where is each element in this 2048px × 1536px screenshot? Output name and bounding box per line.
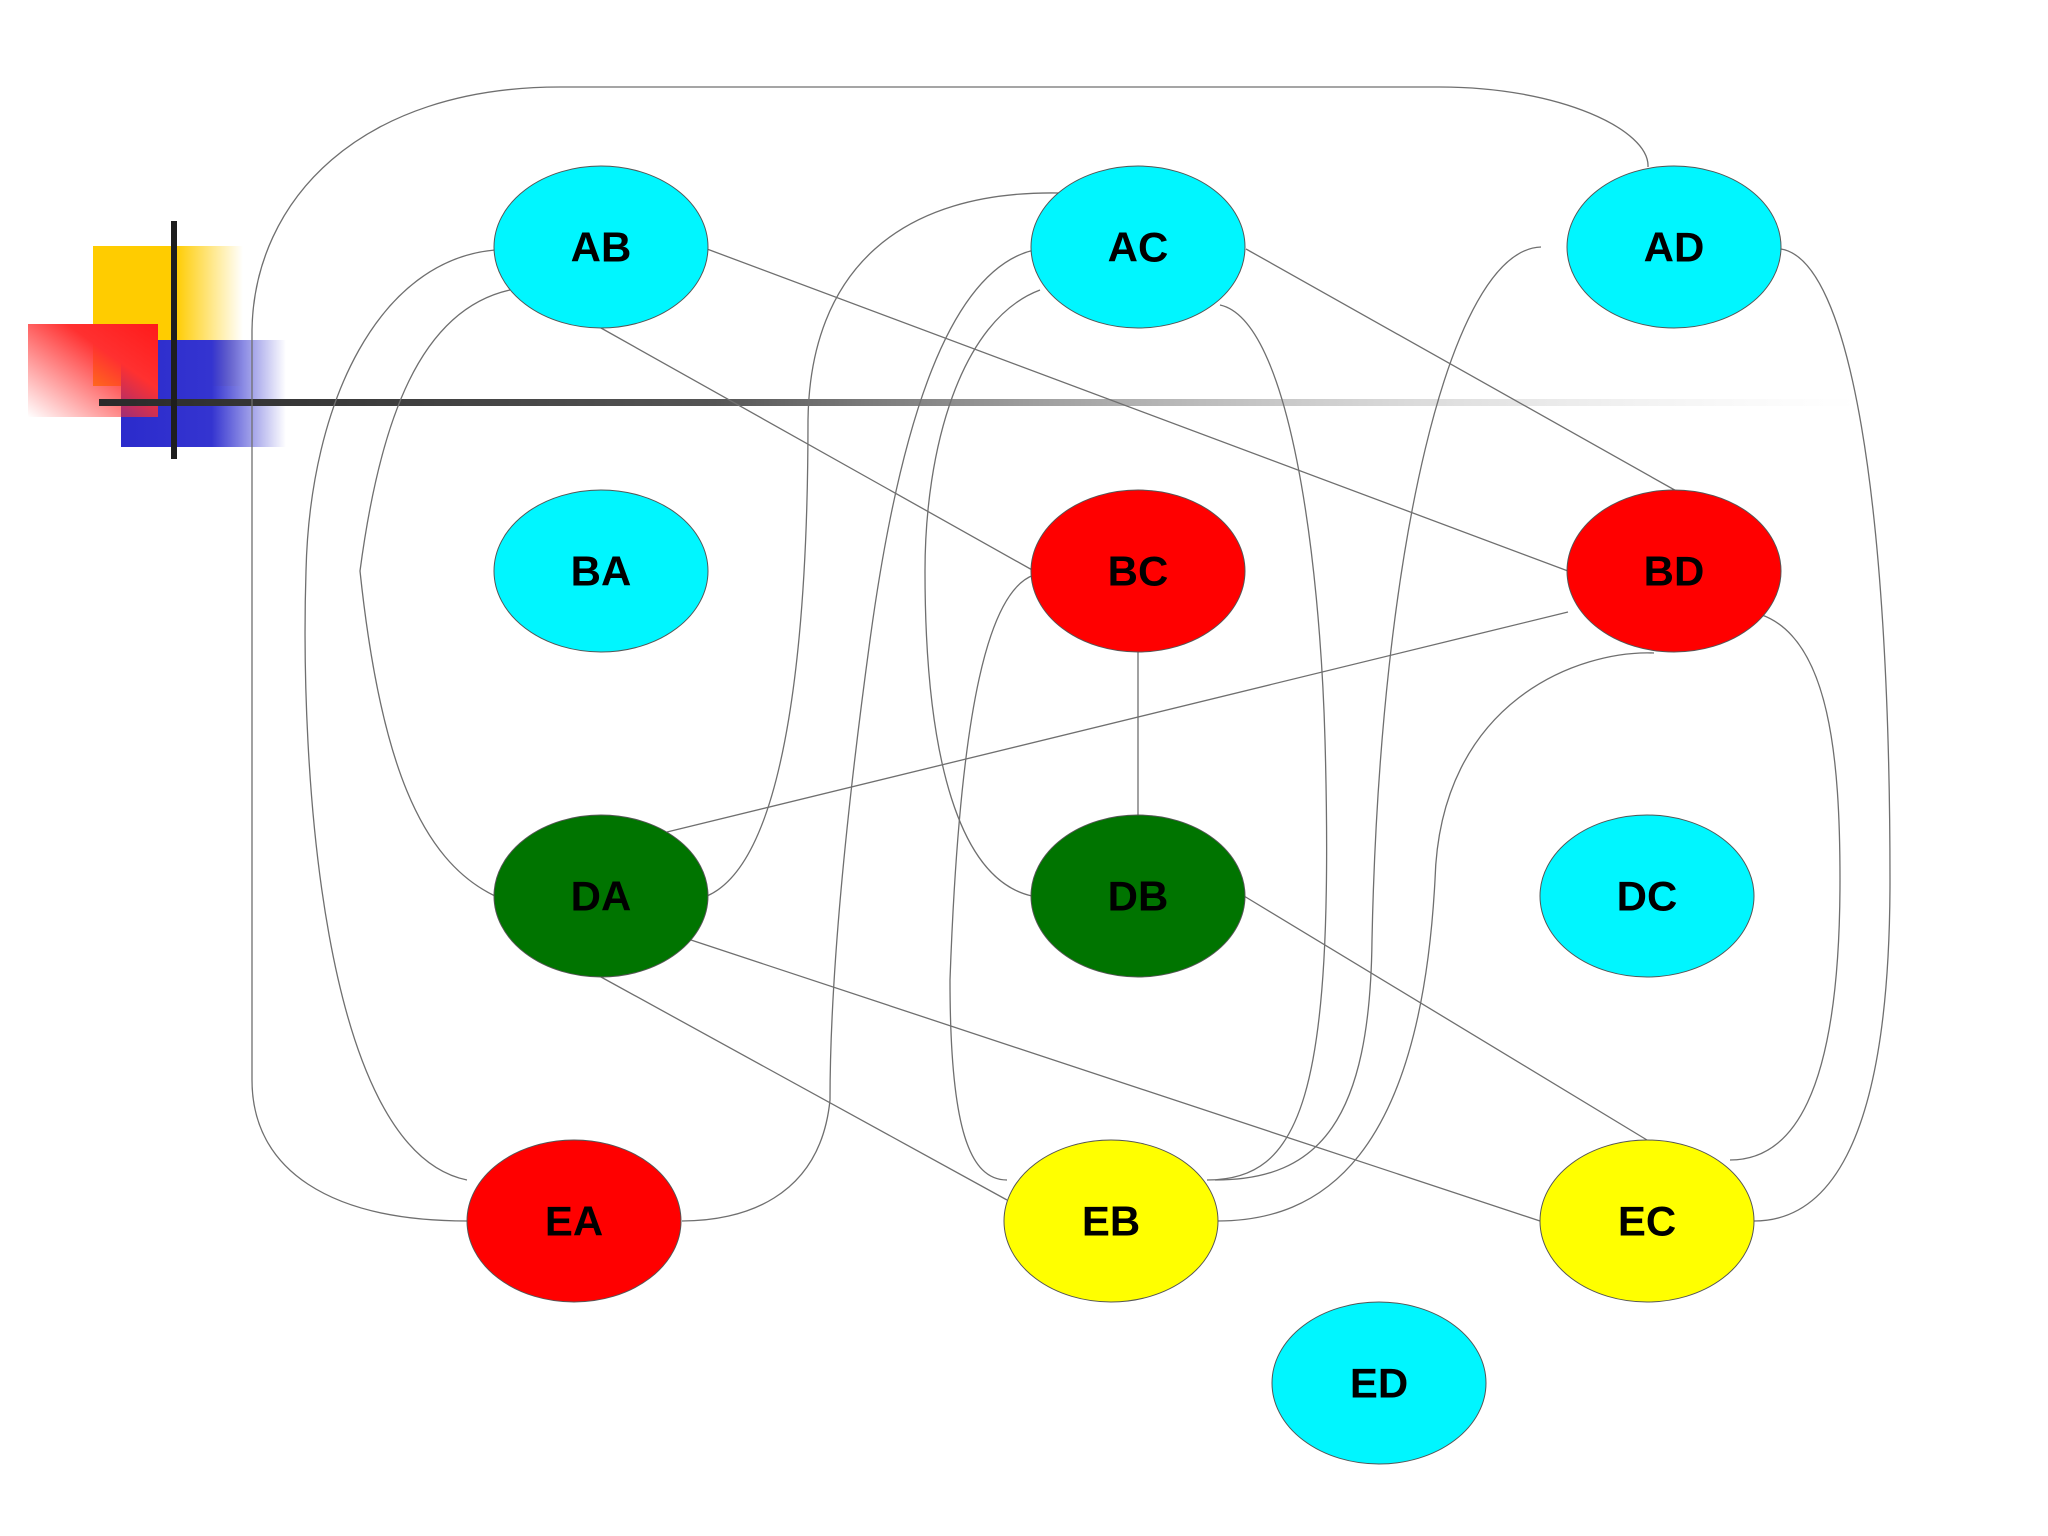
node-ellipse bbox=[1003, 1139, 1219, 1303]
node-label: EA bbox=[545, 1198, 603, 1245]
node-label: DA bbox=[571, 873, 632, 920]
node-ellipse bbox=[1271, 1301, 1487, 1465]
node-label: AC bbox=[1108, 224, 1169, 271]
node-label: EC bbox=[1618, 1198, 1676, 1245]
node-label: ED bbox=[1350, 1360, 1408, 1407]
edge-db-ec bbox=[1243, 895, 1648, 1141]
edge-ad-ea bbox=[251, 86, 1649, 1222]
edge-ab-da bbox=[359, 289, 511, 897]
node-dc: DC bbox=[1539, 814, 1755, 978]
node-db: DB bbox=[1030, 814, 1246, 978]
edge-ab-bc bbox=[600, 327, 1035, 572]
node-ba: BA bbox=[493, 489, 709, 653]
node-ellipse bbox=[1566, 165, 1782, 329]
edge-ad-eb bbox=[1214, 246, 1542, 1181]
edge-layer bbox=[251, 86, 1891, 1222]
node-ellipse bbox=[1539, 814, 1755, 978]
node-label: AB bbox=[571, 224, 632, 271]
node-ed: ED bbox=[1271, 1301, 1487, 1465]
edge-da-ec bbox=[690, 939, 1541, 1222]
node-ea: EA bbox=[466, 1139, 682, 1303]
edge-da-eb bbox=[600, 976, 1008, 1201]
node-label: BA bbox=[571, 548, 632, 595]
node-ab: AB bbox=[493, 165, 709, 329]
node-label: BD bbox=[1644, 548, 1705, 595]
edge-ad-ec bbox=[1753, 248, 1891, 1222]
node-da: DA bbox=[493, 814, 709, 978]
edge-ac-db bbox=[924, 289, 1041, 897]
node-layer: AB AC AD BA BC BD DA DB DC EA EB EC ED bbox=[466, 165, 1782, 1465]
ornament-vertical-bar bbox=[171, 221, 177, 459]
node-ellipse bbox=[466, 1139, 682, 1303]
node-ellipse bbox=[1030, 165, 1246, 329]
edge-ac-eb bbox=[1206, 304, 1328, 1181]
node-ellipse bbox=[493, 489, 709, 653]
edge-ac-ea bbox=[681, 249, 1035, 1222]
node-label: BC bbox=[1108, 548, 1169, 595]
node-ellipse bbox=[1566, 489, 1782, 653]
edge-bd-eb bbox=[1216, 652, 1655, 1222]
node-ac: AC bbox=[1030, 165, 1246, 329]
node-label: EB bbox=[1082, 1198, 1140, 1245]
edge-ab-bd bbox=[706, 248, 1569, 572]
edge-bc-eb bbox=[949, 574, 1035, 1181]
ornament-horizontal-bar bbox=[99, 399, 1859, 406]
edge-bd-ec bbox=[1729, 614, 1841, 1161]
node-ellipse bbox=[1539, 1139, 1755, 1303]
edge-ac-da bbox=[706, 192, 1061, 897]
node-label: DC bbox=[1617, 873, 1678, 920]
node-ellipse bbox=[493, 814, 709, 978]
node-bc: BC bbox=[1030, 489, 1246, 653]
node-label: DB bbox=[1108, 873, 1169, 920]
node-ellipse bbox=[1030, 489, 1246, 653]
edge-ab-ea bbox=[304, 249, 496, 1181]
corner-ornament bbox=[28, 221, 1859, 459]
node-bd: BD bbox=[1566, 489, 1782, 653]
edge-ac-bd bbox=[1245, 248, 1681, 494]
node-ec: EC bbox=[1539, 1139, 1755, 1303]
node-ad: AD bbox=[1566, 165, 1782, 329]
node-label: AD bbox=[1644, 224, 1705, 271]
node-eb: EB bbox=[1003, 1139, 1219, 1303]
node-ellipse bbox=[493, 165, 709, 329]
edge-bd-da bbox=[666, 611, 1569, 833]
node-ellipse bbox=[1030, 814, 1246, 978]
